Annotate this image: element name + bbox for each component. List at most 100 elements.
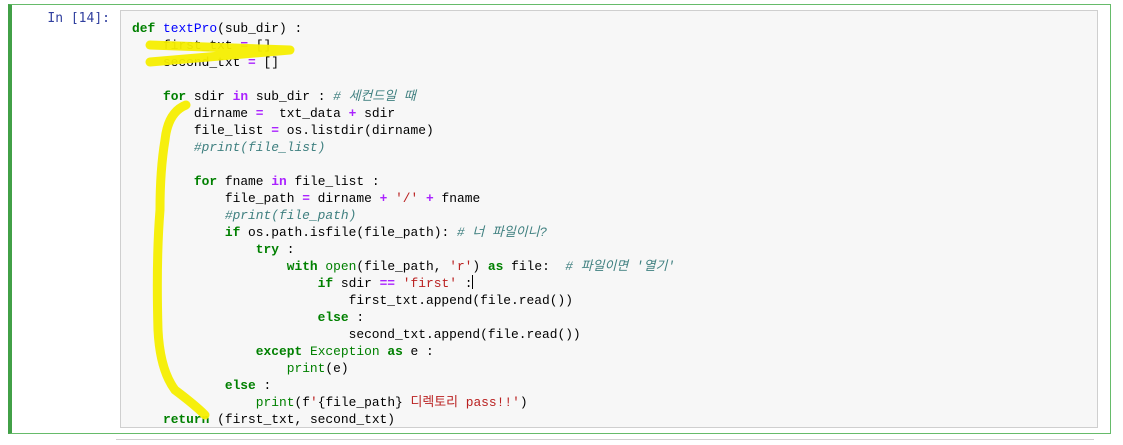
code-token: ) [519, 395, 528, 410]
code-token: = [248, 55, 256, 70]
code-token: [] [255, 55, 280, 70]
code-line: #print(file_path) [132, 207, 675, 224]
code-token: except [255, 344, 303, 359]
code-token: dirname [309, 191, 380, 206]
code-token: return [162, 412, 210, 427]
code-token: else [317, 310, 349, 325]
code-token: + [426, 191, 434, 206]
code-token: os.listdir(dirname) [279, 123, 434, 138]
code-text[interactable]: def textPro(sub_dir) : first_txt = [] se… [132, 20, 675, 428]
code-token [132, 89, 163, 104]
next-cell-edge [116, 439, 1094, 445]
code-line: file_path = dirname + '/' + fname [132, 190, 675, 207]
code-line: for fname in file_list : [132, 173, 675, 190]
code-token: + [379, 191, 388, 206]
code-token: Exception [309, 344, 380, 359]
code-line: second_txt = [] [132, 54, 675, 71]
code-token: in [271, 174, 287, 189]
code-line [132, 156, 675, 173]
code-token: def [132, 21, 156, 36]
code-token [302, 344, 310, 359]
code-token: (first_txt, second_txt) [209, 412, 396, 427]
code-token: else [224, 378, 256, 393]
code-token: sdir [186, 89, 233, 104]
code-token: ' [309, 395, 318, 410]
code-token: file_path [132, 191, 303, 206]
code-token: + [348, 106, 357, 121]
code-token: : [279, 242, 295, 257]
code-line [132, 71, 675, 88]
code-token: print [286, 361, 326, 376]
code-token: as [487, 259, 504, 274]
code-token: os.path.isfile(file_path): [240, 225, 457, 240]
code-token: textPro [162, 21, 218, 36]
code-token: [] [248, 38, 272, 53]
code-token [132, 259, 287, 274]
code-token: sub_dir : [248, 89, 334, 104]
code-token: second_txt.append(file.read()) [132, 327, 581, 342]
code-token [132, 395, 256, 410]
code-token: try [255, 242, 279, 257]
code-token: with [286, 259, 318, 274]
code-line: if os.path.isfile(file_path): # 너 파일이니? [132, 224, 675, 241]
code-token: (e) [325, 361, 349, 376]
code-line: first_txt = [] [132, 37, 675, 54]
code-token: # 세컨드일 때 [333, 89, 416, 104]
code-line: return (first_txt, second_txt) [132, 411, 675, 428]
code-token [132, 225, 225, 240]
code-token: file_list [132, 123, 272, 138]
code-token [132, 310, 318, 325]
code-token: dirname [132, 106, 256, 121]
code-line: second_txt.append(file.read()) [132, 326, 675, 343]
code-line: if sdir == 'first' : [132, 275, 675, 292]
code-token [395, 276, 403, 291]
code-token: 'first' [402, 276, 457, 291]
code-token: in [232, 89, 249, 104]
code-token [387, 191, 395, 206]
code-token: first_txt.append(file.read()) [132, 293, 573, 308]
code-token: file_list : [286, 174, 380, 189]
code-token: = [240, 38, 249, 53]
code-token: (sub_dir) : [217, 21, 303, 36]
code-token: '/' [395, 191, 419, 206]
code-token: print [255, 395, 295, 410]
code-token [418, 191, 426, 206]
code-token: open [325, 259, 357, 274]
code-token: for [162, 89, 187, 104]
code-token: {file_path} [317, 395, 403, 410]
code-token: 'r' [449, 259, 473, 274]
code-cell[interactable]: def textPro(sub_dir) : first_txt = [] se… [8, 4, 1111, 434]
code-token [132, 276, 318, 291]
code-token: = [302, 191, 310, 206]
text-cursor [472, 275, 474, 289]
code-token: sdir [356, 106, 396, 121]
code-token: (f [294, 395, 310, 410]
code-token [132, 208, 225, 223]
code-token: txt_data [263, 106, 349, 121]
code-line: def textPro(sub_dir) : [132, 20, 675, 37]
code-line: else : [132, 377, 675, 394]
code-token: == [379, 276, 396, 291]
code-line: #print(file_list) [132, 139, 675, 156]
code-line: dirname = txt_data + sdir [132, 105, 675, 122]
code-token [155, 21, 163, 36]
code-line: except Exception as e : [132, 343, 675, 360]
code-token: ) [472, 259, 488, 274]
code-token: fname [217, 174, 272, 189]
code-editor[interactable]: def textPro(sub_dir) : first_txt = [] se… [120, 10, 1098, 428]
code-token: file: [503, 259, 566, 274]
code-token [132, 361, 287, 376]
code-token: second_txt [132, 55, 249, 70]
code-token [132, 242, 256, 257]
code-token: # 너 파일이니? [456, 225, 548, 240]
cell-prompt: In [14]: [47, 11, 110, 26]
code-token: for [193, 174, 218, 189]
code-token [132, 412, 163, 427]
code-token: first_txt [132, 38, 241, 53]
code-token: 디렉토리 pass!!' [402, 395, 520, 410]
code-token: as [387, 344, 403, 359]
code-token: : [348, 310, 365, 325]
code-token: (file_path, [356, 259, 450, 274]
code-token: fname [433, 191, 481, 206]
code-token [132, 174, 194, 189]
